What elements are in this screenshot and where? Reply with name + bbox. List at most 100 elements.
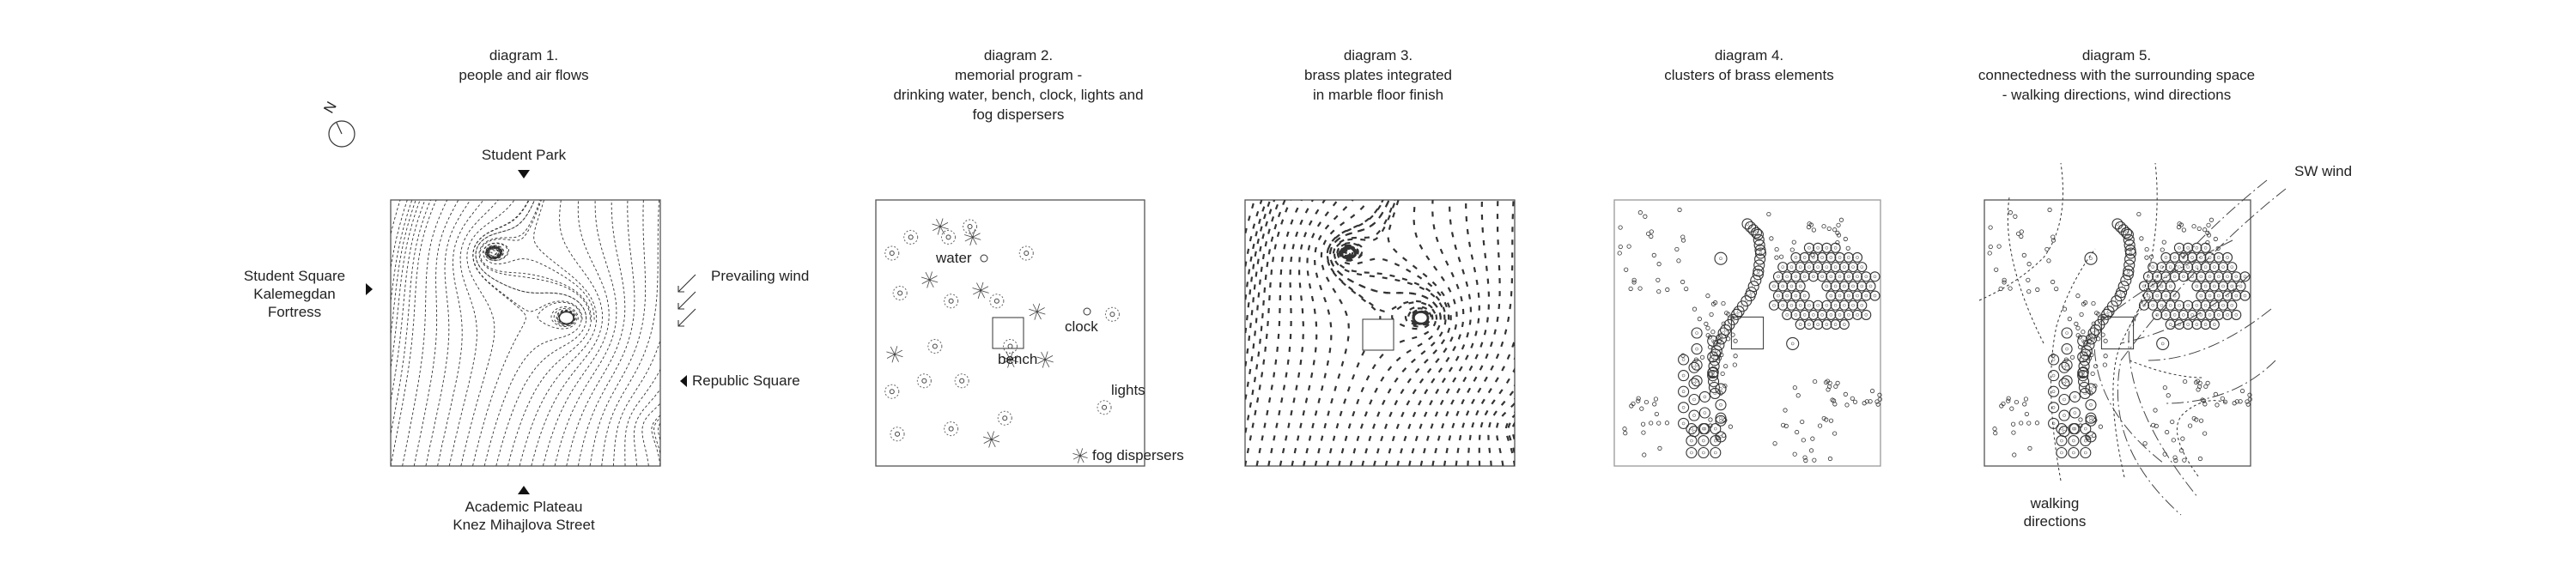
brass-dot xyxy=(2035,287,2040,293)
brass-circle xyxy=(2063,397,2066,402)
brass-circle xyxy=(1790,271,1801,282)
brass-dot xyxy=(2054,287,2059,292)
fog-disperser-icon xyxy=(1036,351,1054,368)
streamline xyxy=(1495,402,1515,466)
light-icon xyxy=(884,384,900,399)
water-icon xyxy=(980,254,988,263)
title-line: memorial program - xyxy=(955,67,1082,83)
brass-circle xyxy=(1768,300,1780,311)
brass-circle xyxy=(1843,265,1846,269)
brass-circle xyxy=(2169,309,2180,320)
brass-circle xyxy=(1678,370,1690,382)
brass-circle xyxy=(1782,290,1793,301)
brass-circle xyxy=(1838,275,1842,279)
streamline xyxy=(1507,416,1515,453)
brass-circle xyxy=(2200,319,2211,330)
brass-circle xyxy=(2203,245,2208,250)
brass-circle xyxy=(1838,300,1850,311)
streamline xyxy=(1513,370,1515,373)
brass-circle xyxy=(1864,313,1868,317)
brass-circle xyxy=(1807,245,1811,250)
brass-circle xyxy=(2160,290,2172,301)
brass-dot xyxy=(1649,229,1654,234)
brass-dot xyxy=(1987,251,1992,256)
brass-circle xyxy=(2200,262,2211,273)
brass-dot xyxy=(2245,399,2250,404)
title-number: diagram 2. xyxy=(984,47,1053,64)
brass-circle xyxy=(2178,309,2189,320)
brass-circle xyxy=(1829,294,1833,298)
label-lights: lights xyxy=(1111,382,1145,398)
brass-circle xyxy=(2199,313,2203,317)
brass-circle xyxy=(1838,256,1842,259)
diagram-5-labels: SW wind walking directions xyxy=(2024,163,2352,530)
brass-circle xyxy=(2172,275,2177,279)
brass-dot xyxy=(2247,392,2252,397)
brass-dot xyxy=(2021,252,2026,257)
brass-circle xyxy=(2142,290,2154,301)
brass-circle xyxy=(2114,221,2127,233)
brass-dot xyxy=(2196,387,2201,392)
brass-dot xyxy=(2083,300,2088,306)
brass-dot xyxy=(2247,397,2252,402)
brass-circle xyxy=(1794,275,1798,279)
brass-dot xyxy=(1830,397,1835,403)
title-number: diagram 4. xyxy=(1715,47,1783,64)
brass-dot xyxy=(1807,221,1812,227)
brass-circle xyxy=(2208,281,2220,292)
brass-dot xyxy=(2151,422,2156,427)
fog-disperser-icon xyxy=(964,228,981,246)
walking-direction-path xyxy=(1978,162,2063,301)
brass-dot xyxy=(2181,227,2186,233)
brass-circle xyxy=(1829,256,1833,259)
light-icon xyxy=(897,290,903,296)
brass-dot xyxy=(1783,408,1788,413)
brass-dot xyxy=(1821,415,1826,421)
brass-circle xyxy=(1838,313,1842,317)
brass-dot xyxy=(1626,244,1631,249)
brass-dot xyxy=(1631,401,1636,407)
title-line: in marble floor finish xyxy=(1313,87,1443,103)
brass-dot xyxy=(2206,222,2211,227)
brass-dot xyxy=(1825,378,1831,384)
brass-dot xyxy=(1651,252,1656,257)
brass-circle xyxy=(1843,309,1854,320)
brass-circle xyxy=(2164,294,2168,298)
brass-circle xyxy=(1802,294,1807,298)
brass-circle xyxy=(2120,227,2132,239)
streamline xyxy=(554,200,617,466)
brass-circle xyxy=(1744,221,1757,233)
brass-dot xyxy=(1779,254,1784,259)
brass-circle xyxy=(2221,271,2233,282)
brass-circle xyxy=(1688,409,1700,421)
walking-and-wind-directions xyxy=(1978,162,2287,516)
brass-dot xyxy=(2203,384,2208,389)
streamline xyxy=(391,200,413,300)
brass-dot xyxy=(1803,458,1808,463)
fog-disperser-icon xyxy=(1001,351,1019,368)
brass-dot xyxy=(1705,325,1710,330)
fog-disperser-icon xyxy=(886,346,903,363)
brass-circle xyxy=(2058,409,2070,421)
brass-dot xyxy=(2245,402,2251,407)
wind-direction-path xyxy=(2117,188,2287,516)
brass-circle xyxy=(1864,275,1868,279)
brass-dot xyxy=(1656,289,1662,294)
brass-circle xyxy=(2186,303,2190,307)
brass-circle xyxy=(2063,366,2066,370)
brass-circle xyxy=(2090,324,2102,336)
brass-circle xyxy=(2085,383,2097,395)
brass-circle xyxy=(1847,256,1850,259)
brass-dot xyxy=(1730,332,1735,337)
brass-circle xyxy=(2168,323,2172,326)
brass-circle xyxy=(2195,323,2199,326)
brass-circle xyxy=(1790,251,1801,263)
diagram-1-title: diagram 1. people and air flows xyxy=(459,47,588,83)
brass-dot xyxy=(1802,455,1807,460)
brass-circle xyxy=(1690,451,1693,455)
brass-circle xyxy=(1786,281,1797,292)
brass-circle xyxy=(2063,382,2066,385)
brass-dot xyxy=(1721,300,1726,306)
brass-dot xyxy=(2161,239,2166,245)
